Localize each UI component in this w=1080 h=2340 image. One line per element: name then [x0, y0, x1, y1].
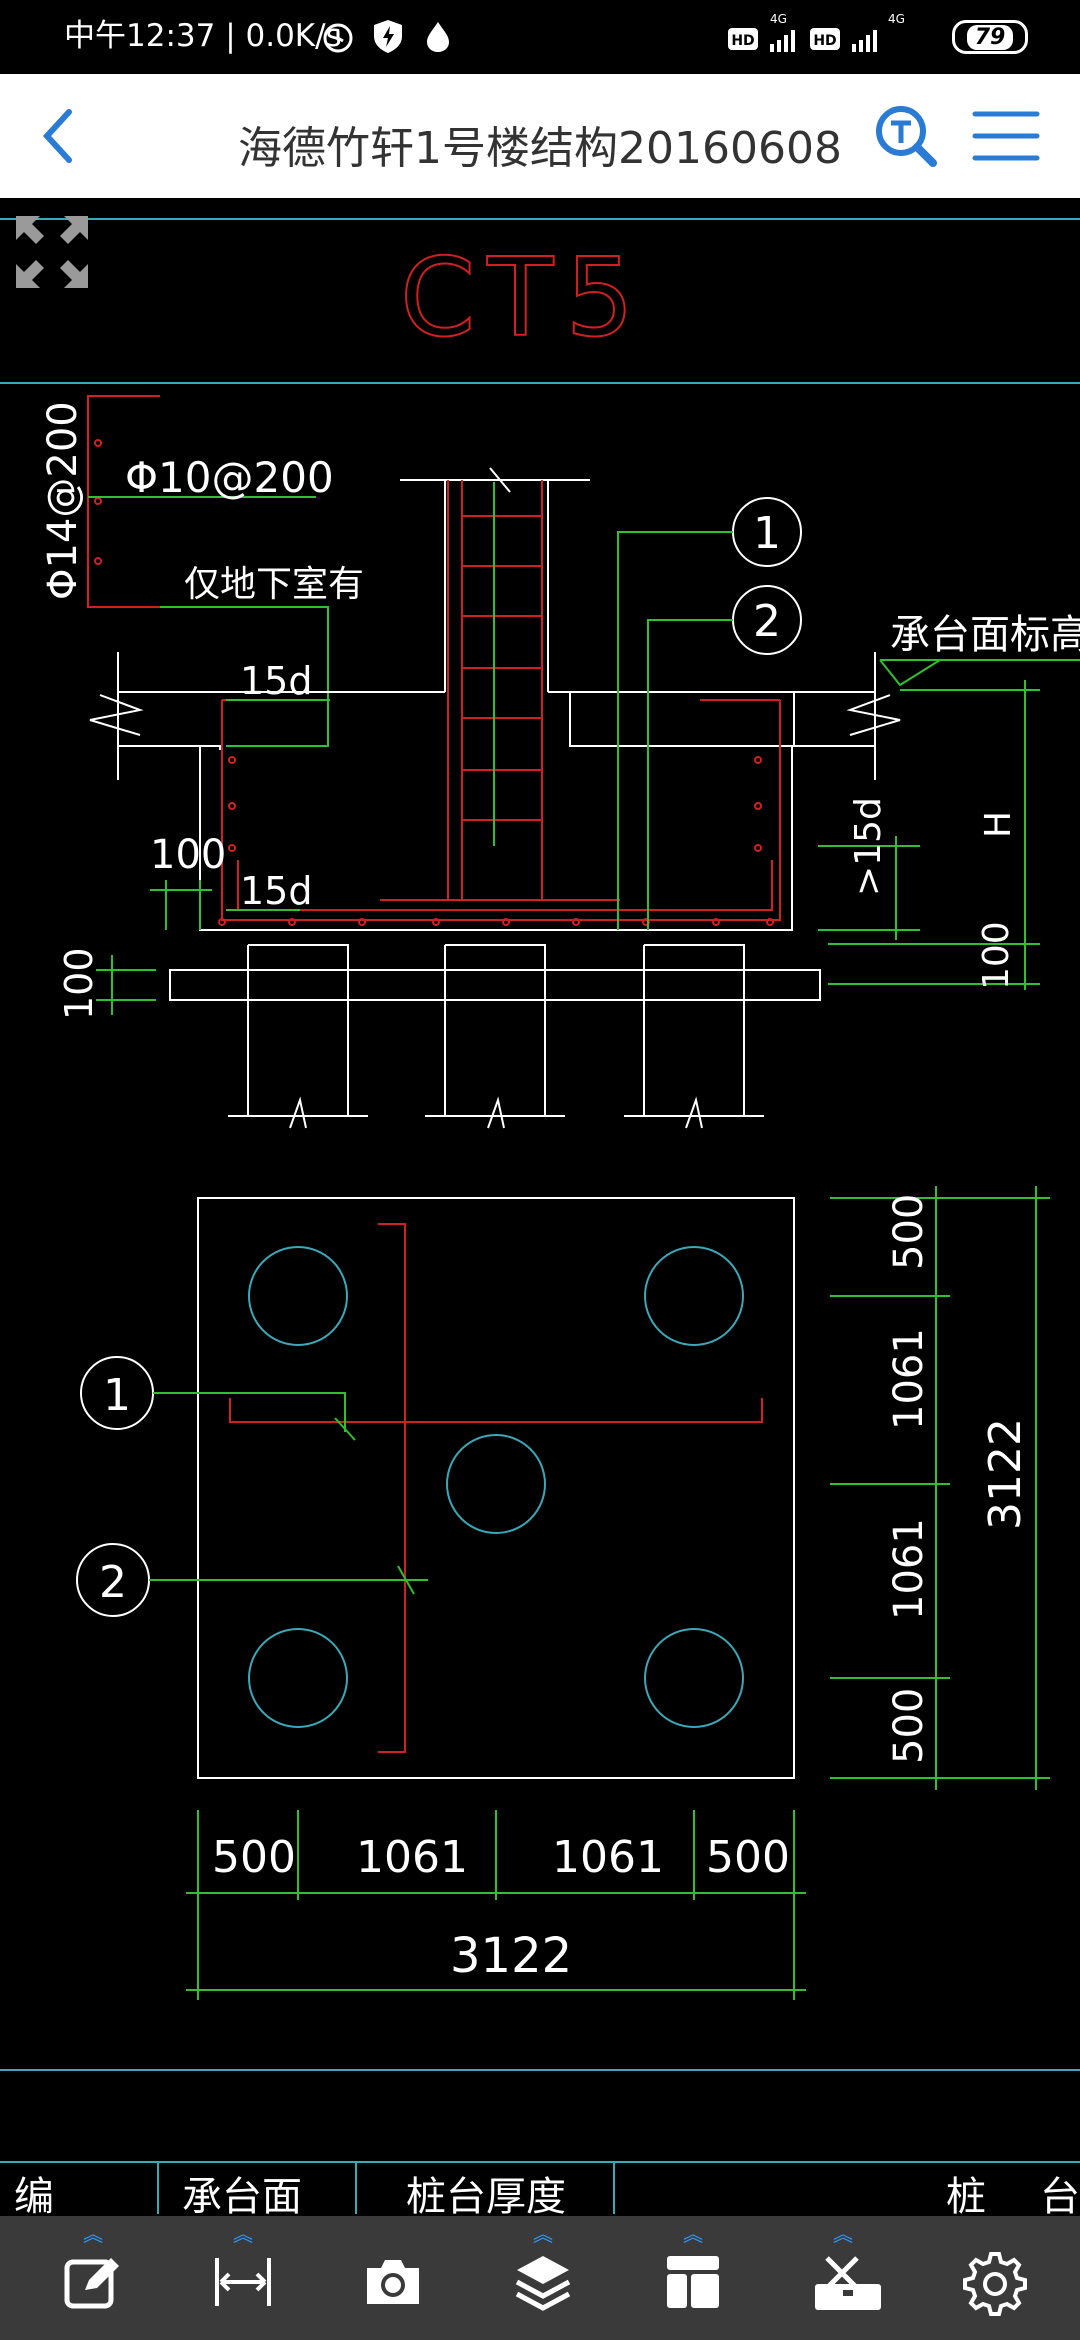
fullscreen-button[interactable] [14, 214, 90, 290]
camera-tool-button[interactable] [318, 2216, 468, 2340]
layout-icon [667, 2256, 719, 2308]
dim-100-pile: 100 [57, 947, 101, 1020]
plan-h-dim-3: 1061 [552, 1832, 664, 1883]
status-bar: 中午12:37 | 0.0K/s HD HD 4G 4G 79 [0, 0, 1080, 74]
table-col-2: 承台面 [182, 2174, 302, 2214]
dim-ge15d: >15d [848, 797, 889, 896]
page-title: 海德竹轩1号楼结构20160608 [238, 123, 842, 174]
back-icon [42, 109, 72, 163]
table-col-1: 编 [14, 2174, 54, 2214]
camera-icon [367, 2260, 419, 2304]
plan-v-dim-3: 1061 [886, 1518, 932, 1620]
shield-icon [374, 20, 402, 53]
layout-tool-button[interactable]: ︽ [618, 2216, 768, 2340]
ct-label: CT5 [400, 236, 646, 361]
top-bar: 海德竹轩1号楼结构20160608 [0, 74, 1080, 199]
rebar-phi10-label: Φ10@200 [125, 453, 334, 502]
bottom-toolbar: ︽ ︽ ︽ ︽ ︽ [0, 2216, 1080, 2340]
dim-100-left: 100 [150, 832, 226, 878]
plan-h-dim-4: 500 [706, 1832, 790, 1883]
cad-drawing: CT5 Φ14@200 Φ10@200 仅地下室有 [0, 218, 1080, 2214]
toolbox-tool-button[interactable]: ︽ [768, 2216, 918, 2340]
toolbox-icon [815, 2256, 881, 2310]
plan-v-dim-4: 500 [886, 1688, 932, 1764]
edit-icon [64, 2258, 119, 2309]
marker-1-plan: 1 [103, 1370, 131, 1421]
network-label-2: 4G [888, 12, 905, 26]
text-search-button[interactable] [866, 96, 946, 176]
status-time: 中午12:37 | 0.0K/s [64, 18, 342, 54]
text-search-icon [876, 106, 937, 167]
plan-h-total: 3122 [450, 1928, 572, 1984]
label-cap-top: 承台面标高 [890, 612, 1080, 658]
back-button[interactable] [18, 96, 98, 176]
network-label-1: 4G [770, 12, 787, 26]
anchor-15d-top: 15d [240, 659, 312, 703]
marker-1-section: 1 [753, 508, 781, 559]
plan-v-dim-1: 500 [886, 1194, 932, 1270]
plan-v-dim-2: 1061 [886, 1328, 932, 1430]
label-H: H [978, 811, 1019, 838]
marker-2-section: 2 [753, 596, 781, 647]
layers-tool-button[interactable]: ︽ [468, 2216, 618, 2340]
measure-icon [215, 2258, 271, 2306]
menu-icon [972, 111, 1040, 161]
table-col-5: 台 [1040, 2174, 1080, 2214]
alarm-icon [323, 23, 353, 53]
chevron-up-icon: ︽ [833, 2222, 853, 2246]
marker-2-plan: 2 [99, 1557, 127, 1608]
battery-level: 79 [966, 24, 1014, 50]
chevron-up-icon: ︽ [233, 2222, 253, 2246]
rebar-phi14-label: Φ14@200 [40, 401, 86, 600]
chevron-up-icon: ︽ [533, 2222, 553, 2246]
water-drop-icon [427, 22, 449, 52]
layers-icon [515, 2256, 571, 2311]
edit-tool-button[interactable]: ︽ [18, 2216, 168, 2340]
dim-100-right: 100 [976, 921, 1017, 990]
svg-text:HD: HD [731, 33, 754, 49]
svg-text:HD: HD [813, 33, 836, 49]
settings-button[interactable] [918, 2216, 1068, 2340]
chevron-up-icon: ︽ [683, 2222, 703, 2246]
settings-icon [963, 2252, 1027, 2316]
plan-v-total: 3122 [980, 1418, 1031, 1530]
table-col-4: 桩 [946, 2174, 986, 2214]
battery-icon: 79 [952, 20, 1028, 54]
chevron-up-icon: ︽ [83, 2222, 103, 2246]
plan-h-dim-2: 1061 [356, 1832, 468, 1883]
signal-icons: HD HD [728, 28, 877, 52]
fullscreen-icon [16, 216, 88, 288]
drawing-canvas[interactable]: CT5 Φ14@200 Φ10@200 仅地下室有 [0, 198, 1080, 2214]
measure-tool-button[interactable]: ︽ [168, 2216, 318, 2340]
note-basement: 仅地下室有 [184, 564, 364, 605]
menu-button[interactable] [966, 96, 1046, 176]
plan-h-dim-1: 500 [212, 1832, 296, 1883]
table-col-3: 桩台厚度 [406, 2174, 566, 2214]
anchor-15d-bottom: 15d [240, 869, 312, 913]
